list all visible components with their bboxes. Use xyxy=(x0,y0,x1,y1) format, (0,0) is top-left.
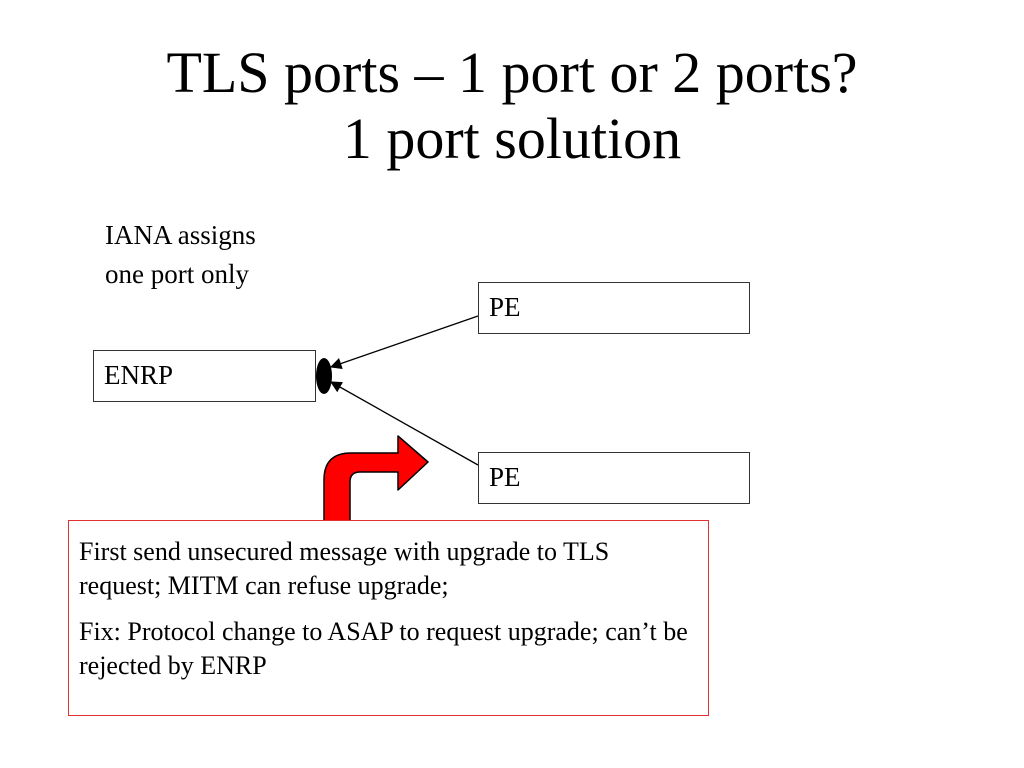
pe-node-bottom: PE xyxy=(478,452,750,504)
callout-paragraph-2: Fix: Protocol change to ASAP to request … xyxy=(79,617,688,680)
iana-note: IANA assigns one port only xyxy=(105,216,256,294)
enrp-port-marker xyxy=(316,358,332,394)
slide-title-line-2: 1 port solution xyxy=(342,106,682,171)
pe-node-top-label: PE xyxy=(489,292,521,322)
upgrade-arrow xyxy=(323,435,429,531)
connector-pe-top-to-enrp xyxy=(329,315,479,370)
iana-note-line-1: IANA assigns xyxy=(105,220,256,250)
slide-title-line-1: TLS ports – 1 port or 2 ports? xyxy=(166,40,858,105)
enrp-node: ENRP xyxy=(93,350,316,402)
iana-note-line-2: one port only xyxy=(105,259,249,289)
callout-paragraph-1: First send unsecured message with upgrad… xyxy=(79,537,610,600)
pe-node-top: PE xyxy=(478,282,750,334)
upgrade-callout: First send unsecured message with upgrad… xyxy=(68,520,709,716)
enrp-node-label: ENRP xyxy=(104,360,174,390)
connector-pe-bottom-to-enrp xyxy=(329,381,479,466)
pe-node-bottom-label: PE xyxy=(489,462,521,492)
slide-title: TLS ports – 1 port or 2 ports? 1 port so… xyxy=(0,40,1024,172)
